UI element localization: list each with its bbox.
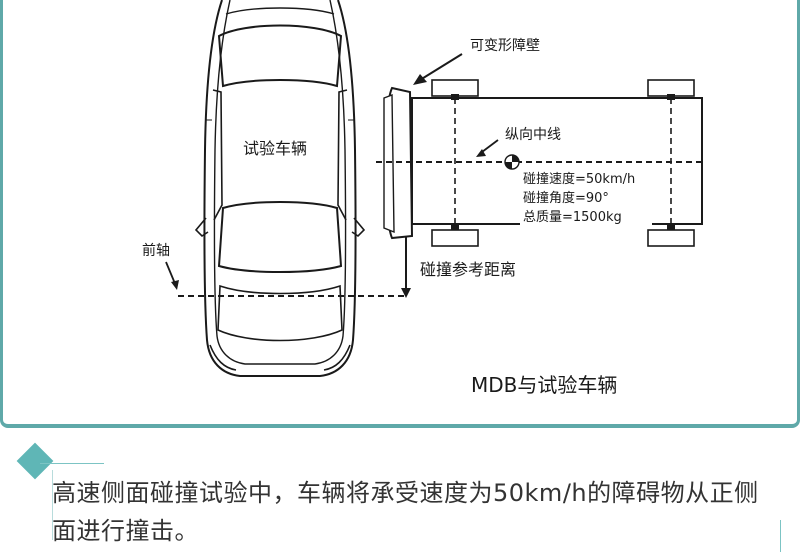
centerline-pointer-head <box>476 149 486 157</box>
parameter-block-bg <box>520 166 652 226</box>
vehicle-body-outline <box>203 0 357 377</box>
center-of-gravity-icon <box>504 154 520 170</box>
mdb-wheel-rear-left <box>647 79 695 97</box>
test-vehicle <box>194 0 366 377</box>
mdb-wheel-rear-right <box>647 229 695 247</box>
mdb-wheel-front-right <box>431 229 479 247</box>
vehicle-windshield <box>217 24 343 88</box>
decorative-side-line <box>52 470 53 540</box>
vehicle-right-mirror <box>351 217 366 238</box>
label-deformable-barrier: 可变形障壁 <box>470 38 540 54</box>
vehicle-left-mirror <box>194 217 209 238</box>
mdb-wheel-hubs <box>451 94 675 230</box>
decorative-right-line <box>780 520 781 552</box>
vehicle-hood-line <box>225 7 335 15</box>
label-centerline: 纵向中线 <box>505 127 561 143</box>
barrier-pointer-head <box>413 74 427 85</box>
vehicle-left-windows <box>212 89 223 221</box>
body-caption: 高速侧面碰撞试验中，车辆将承受速度为50km/h的障碍物从正侧面进行撞击。 <box>52 479 759 545</box>
mdb-wheel-front-left <box>431 79 479 97</box>
vehicle-left-lamp <box>209 344 237 371</box>
label-test-vehicle: 试验车辆 <box>243 139 307 158</box>
barrier-pointer <box>419 53 463 81</box>
label-reference-distance: 碰撞参考距离 <box>420 260 516 279</box>
centerline-pointer <box>481 139 499 153</box>
vehicle-trunk <box>217 284 343 342</box>
label-impact-speed: 碰撞速度=50km/h <box>523 171 635 187</box>
label-impact-angle: 碰撞角度=90° <box>523 190 609 206</box>
label-front-axle: 前轴 <box>142 242 170 259</box>
vehicle-rear-window <box>217 201 343 273</box>
vehicle-right-lamp <box>323 344 351 371</box>
label-total-mass: 总质量=1500kg <box>523 210 622 225</box>
decorative-line <box>40 463 104 464</box>
decorative-diamond-icon <box>16 442 54 480</box>
vehicle-right-windows <box>337 89 348 221</box>
deformable-barrier-step <box>383 93 395 234</box>
vehicle-inner-line <box>213 0 347 365</box>
figure-caption: MDB与试验车辆 <box>471 373 617 397</box>
front-axle-pointer-head <box>171 280 179 290</box>
side-impact-diagram: 试验车辆 前轴 碰撞参考距离 可变形障壁 <box>142 0 704 397</box>
